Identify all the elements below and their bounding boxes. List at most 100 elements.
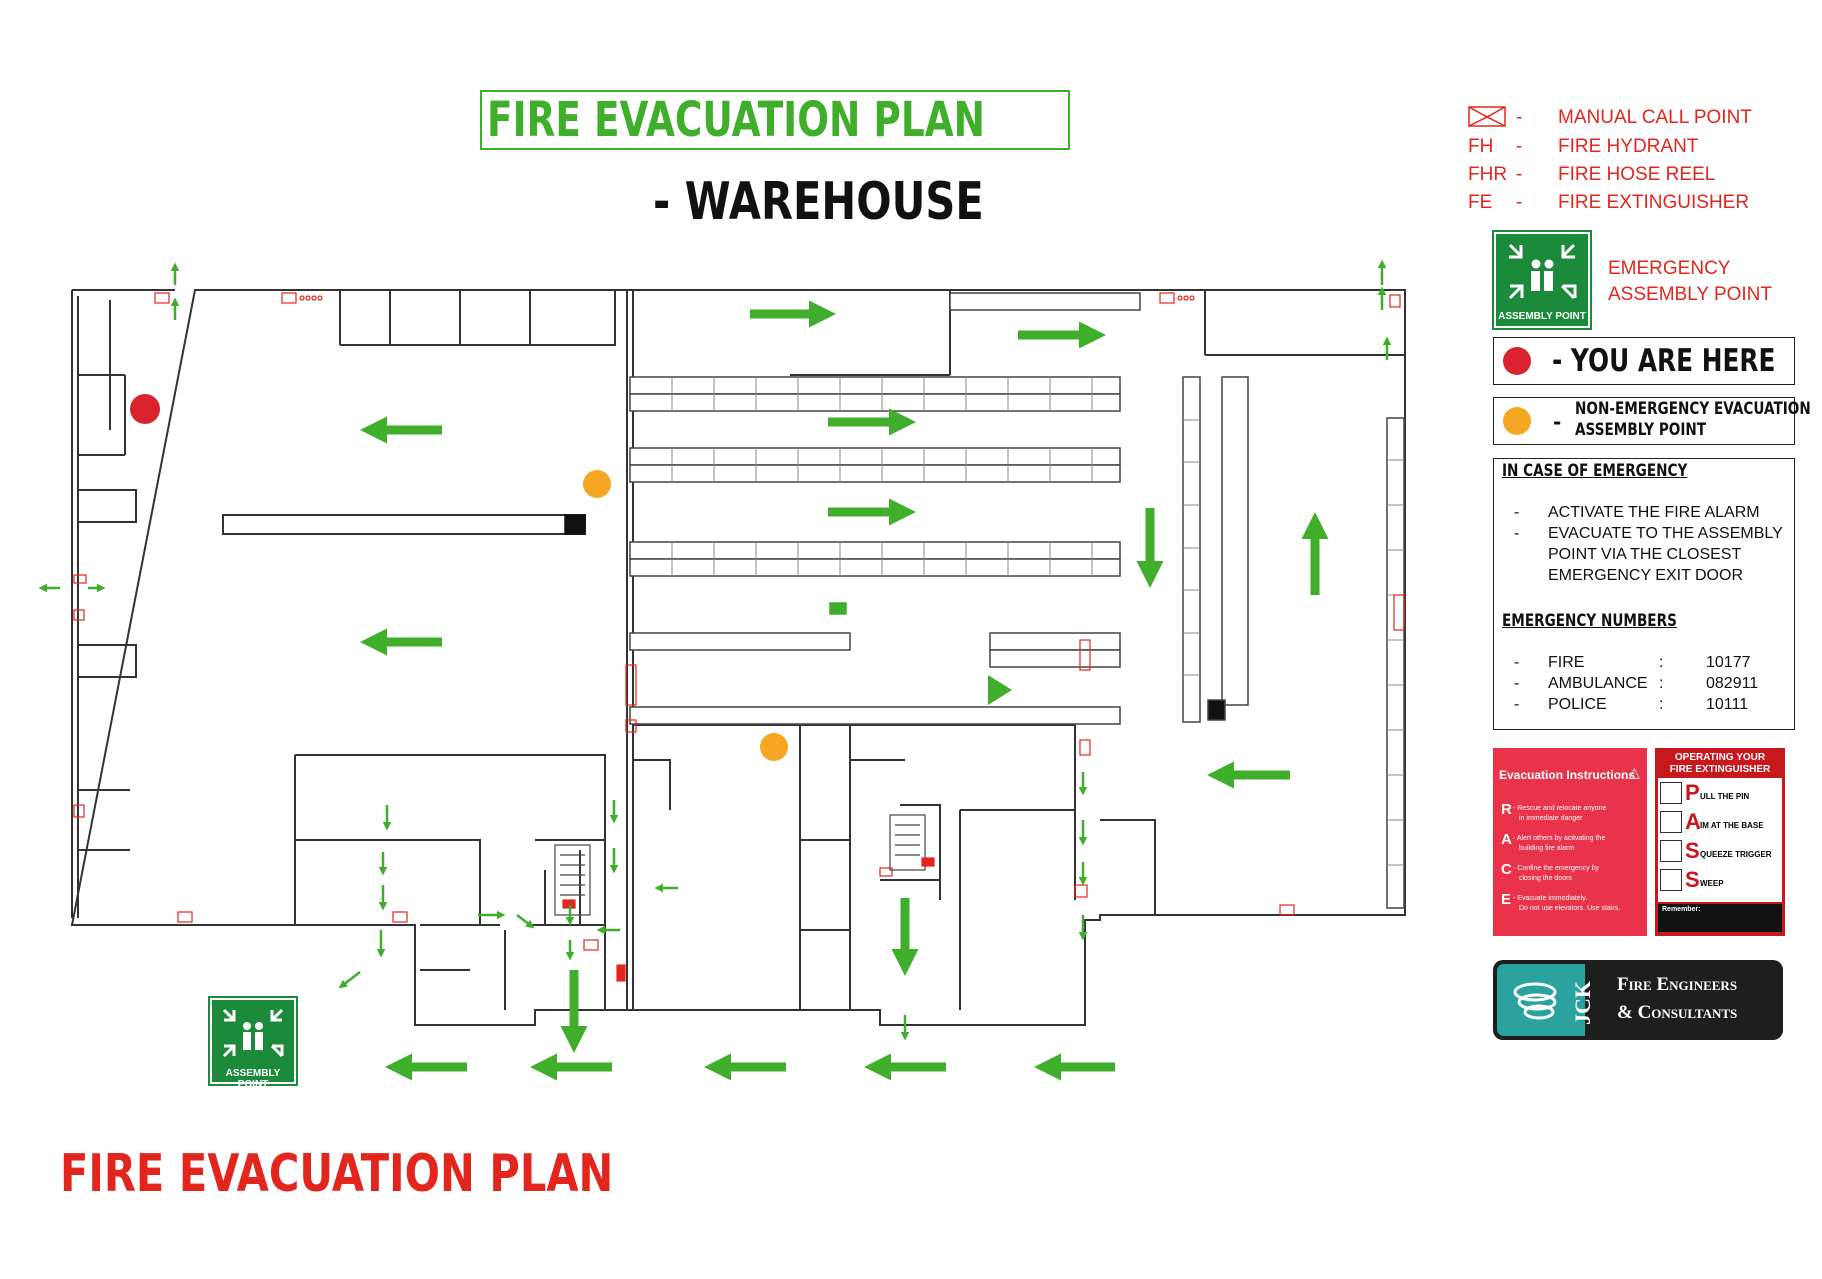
race-text: Do not use elevators. Use stairs. bbox=[1519, 905, 1621, 912]
legend-manual-call-point: MANUAL CALL POINT bbox=[1558, 107, 1752, 128]
legend-emergency-assembly-line2: ASSEMBLY POINT bbox=[1608, 284, 1773, 305]
legend-assembly-sign-label: ASSEMBLY POINT bbox=[1498, 311, 1586, 322]
pass-title2: FIRE EXTINGUISHER bbox=[1669, 764, 1771, 775]
number-police: 10111 bbox=[1706, 696, 1749, 713]
race-letter-c: C bbox=[1501, 861, 1512, 878]
step-dash: - bbox=[1514, 504, 1520, 521]
number-name-police: POLICE bbox=[1548, 696, 1607, 713]
logo-graphic bbox=[1497, 964, 1585, 1036]
you-are-here-label: - YOU ARE HERE bbox=[1552, 343, 1776, 379]
you-are-here-box bbox=[1493, 337, 1795, 385]
assembly-people-icon bbox=[1508, 243, 1577, 300]
legend-dash: - bbox=[1516, 136, 1523, 157]
assembly-people-icon bbox=[222, 1008, 284, 1058]
legend-fire-hydrant: FIRE HYDRANT bbox=[1558, 136, 1699, 157]
squeeze-trigger-icon bbox=[1660, 840, 1682, 862]
evacuation-arrows bbox=[360, 300, 1329, 1081]
assembly-sign-label: ASSEMBLY POINT bbox=[225, 1068, 281, 1090]
company-name-line1: Fire Engineers bbox=[1617, 974, 1738, 995]
company-name-line2: & Consultants bbox=[1617, 1002, 1738, 1023]
legend-fire-hose-reel: FIRE HOSE REEL bbox=[1558, 164, 1716, 185]
number-sep: : bbox=[1659, 696, 1664, 713]
emergency-info-box: IN CASE OF EMERGENCY - ACTIVATE THE FIRE… bbox=[1493, 458, 1795, 730]
number-name-fire: FIRE bbox=[1548, 654, 1585, 671]
race-text: building fire alarm bbox=[1519, 845, 1575, 852]
pass-title1: OPERATING YOUR bbox=[1674, 752, 1766, 763]
number-dash: - bbox=[1514, 696, 1520, 713]
title-frame bbox=[480, 90, 1070, 150]
step-evacuate-cont: EMERGENCY EXIT DOOR bbox=[1548, 567, 1743, 584]
pass-panel: P ULL THE PIN A IM AT THE BASE S QUEEZE … bbox=[1658, 778, 1782, 902]
step-evacuate: EVACUATE TO THE ASSEMBLY bbox=[1548, 525, 1783, 542]
non-emergency-assembly-marker bbox=[583, 470, 611, 498]
non-emergency-dash: - bbox=[1553, 410, 1562, 434]
race-letter-a: A bbox=[1501, 831, 1512, 848]
stairwells bbox=[554, 814, 926, 916]
sweep-icon bbox=[1660, 869, 1682, 891]
pass-text: WEEP bbox=[1700, 879, 1724, 888]
pass-text: ULL THE PIN bbox=[1700, 792, 1750, 801]
race-text: in immediate danger bbox=[1519, 815, 1583, 822]
legend-dash: - bbox=[1516, 164, 1523, 185]
page-title: FIRE EVACUATION PLAN bbox=[487, 92, 986, 148]
storage-racks bbox=[564, 292, 1405, 909]
non-emergency-box bbox=[1493, 397, 1795, 445]
number-sep: : bbox=[1659, 675, 1664, 692]
number-dash: - bbox=[1514, 675, 1520, 692]
assembly-point-sign: ASSEMBLY POINT bbox=[208, 996, 298, 1090]
emergency-numbers-heading: EMERGENCY NUMBERS bbox=[1502, 611, 1677, 631]
flame-icon: △ bbox=[1629, 764, 1640, 780]
company-initials: JCK bbox=[1570, 981, 1595, 1025]
footer-title: FIRE EVACUATION PLAN bbox=[60, 1144, 614, 1204]
pull-pin-icon bbox=[1660, 782, 1682, 804]
emergency-heading: IN CASE OF EMERGENCY bbox=[1502, 461, 1688, 481]
logo-swirl-icon bbox=[1513, 982, 1557, 1020]
pass-remember: Remember: bbox=[1662, 906, 1701, 913]
manual-call-point-icon bbox=[1468, 106, 1506, 127]
legend-symbol-fe: FE bbox=[1468, 192, 1493, 213]
fire-equipment-markers bbox=[73, 292, 1405, 982]
number-sep: : bbox=[1659, 654, 1664, 671]
non-emergency-line1: NON-EMERGENCY EVACUATION bbox=[1575, 399, 1811, 419]
legend-dash: - bbox=[1516, 192, 1523, 213]
race-text: - Rescue and relocate anyone bbox=[1513, 805, 1607, 812]
number-name-ambulance: AMBULANCE bbox=[1548, 675, 1648, 692]
company-logo: JCK Fire Engineers & Consultants bbox=[1493, 960, 1783, 1040]
pass-card: OPERATING YOUR FIRE EXTINGUISHER P ULL T… bbox=[1655, 748, 1785, 936]
legend-dash: - bbox=[1516, 107, 1523, 128]
race-letter-e: E bbox=[1501, 891, 1512, 908]
legend-assembly-sign: ASSEMBLY POINT bbox=[1492, 230, 1592, 330]
pass-letter-a: A bbox=[1685, 809, 1701, 834]
number-ambulance: 082911 bbox=[1706, 675, 1759, 692]
race-text: - Evacuate immediately. bbox=[1513, 895, 1588, 902]
race-text: - Confine the emergency by bbox=[1513, 865, 1599, 872]
pass-text: IM AT THE BASE bbox=[1700, 821, 1764, 830]
legend-symbol-fh: FH bbox=[1468, 136, 1494, 157]
step-dash: - bbox=[1514, 525, 1520, 542]
pass-letter-s: S bbox=[1685, 838, 1700, 863]
legend-emergency-assembly-line1: EMERGENCY bbox=[1608, 258, 1731, 279]
small-exit-arrows bbox=[38, 259, 1392, 1041]
pass-letter-s2: S bbox=[1685, 867, 1700, 892]
aim-base-icon bbox=[1660, 811, 1682, 833]
race-text: - Alert others by activating the bbox=[1513, 835, 1606, 842]
non-emergency-dot bbox=[1503, 407, 1531, 435]
step-activate-alarm: ACTIVATE THE FIRE ALARM bbox=[1548, 504, 1760, 521]
non-emergency-line2: ASSEMBLY POINT bbox=[1575, 420, 1707, 440]
you-are-here-dot bbox=[1503, 347, 1531, 375]
race-title: Evacuation Instructions bbox=[1499, 768, 1636, 782]
legend-symbol-fhr: FHR bbox=[1468, 164, 1508, 185]
non-emergency-assembly-marker-2 bbox=[760, 733, 788, 761]
number-dash: - bbox=[1514, 654, 1520, 671]
building-walls bbox=[70, 289, 1571, 1026]
pass-text: QUEEZE TRIGGER bbox=[1700, 850, 1772, 859]
pass-remember-panel: Remember: bbox=[1658, 904, 1782, 932]
legend-fire-extinguisher: FIRE EXTINGUISHER bbox=[1558, 192, 1750, 213]
step-evacuate-cont: POINT VIA THE CLOSEST bbox=[1548, 546, 1742, 563]
race-text: closing the doors bbox=[1519, 875, 1572, 882]
pass-letter-p: P bbox=[1685, 780, 1700, 805]
direction-triangle bbox=[988, 675, 1012, 705]
race-instructions-card: Evacuation Instructions △ R - Rescue and… bbox=[1493, 748, 1647, 936]
page-subtitle: - WAREHOUSE bbox=[653, 172, 984, 232]
